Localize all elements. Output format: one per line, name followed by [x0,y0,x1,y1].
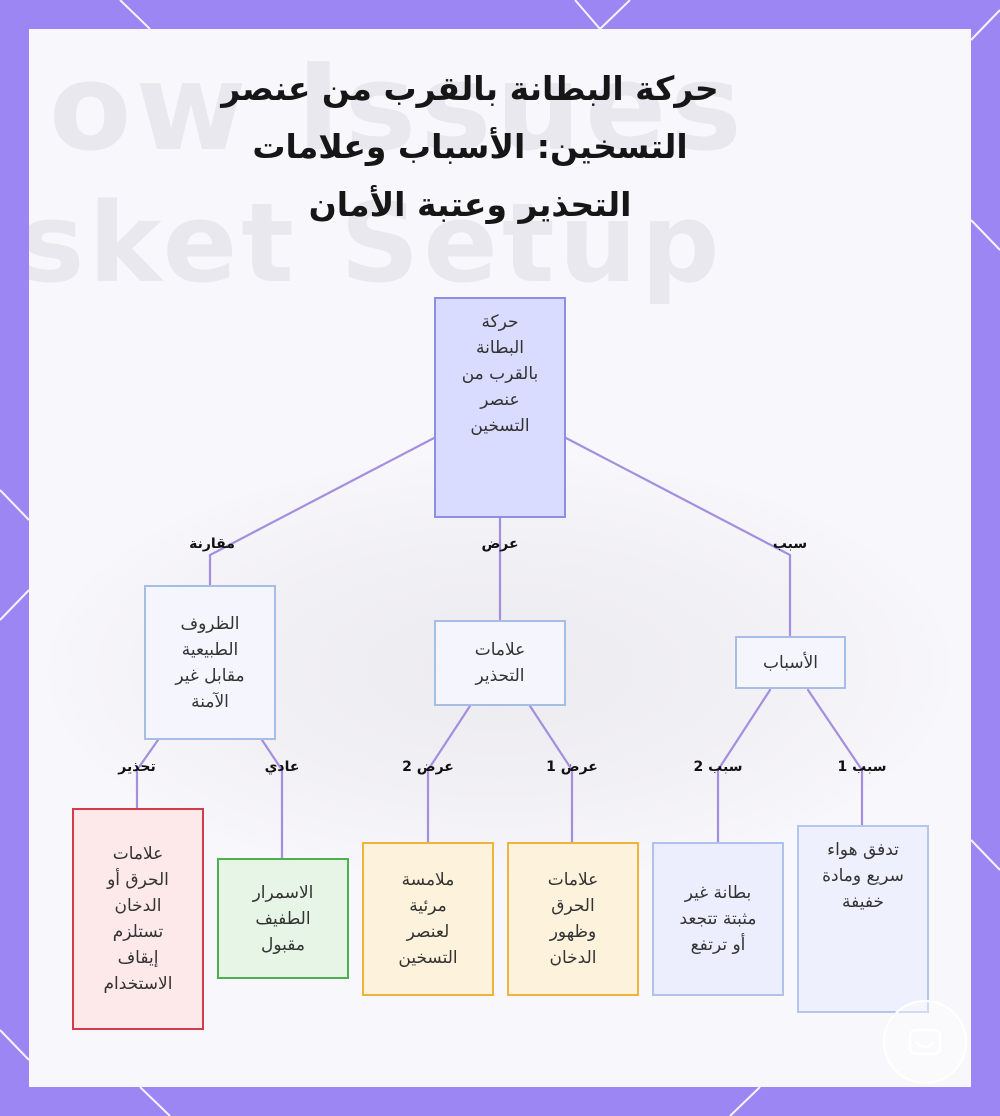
node-normal: الاسمرار الطفيف مقبول [217,858,349,979]
background-watermark: ow Issues sket Setup [29,29,971,1087]
node-symptom-2-label: ملامسة مرئية لعنصر التسخين [398,870,458,968]
edge-label-compare: مقارنة [189,536,235,552]
node-root-label: حركة البطانة بالقرب من عنصر التسخين [461,312,539,436]
edge-causes-cause1 [806,688,864,827]
edge-label-symptom-2: عرض 2 [402,759,454,775]
node-conditions: الظروف الطبيعية مقابل غير الآمنة [144,585,276,740]
node-causes: الأسباب [735,636,846,689]
edge-warnings-symptom2 [426,704,472,844]
edge-label-symptom: عرض [481,536,519,552]
node-cause-1: تدفق هواء سريع ومادة خفيفة [797,825,929,1013]
edge-root-conditions [208,436,436,587]
edge-label-cause-1: سبب 1 [837,759,887,775]
edge-causes-cause2 [716,688,772,844]
node-causes-label: الأسباب [763,652,818,673]
node-root: حركة البطانة بالقرب من عنصر التسخين [434,297,566,518]
badge-icon [883,1000,967,1084]
watermark-line-2: sket Setup [29,179,724,307]
node-symptom-2: ملامسة مرئية لعنصر التسخين [362,842,494,996]
node-conditions-label: الظروف الطبيعية مقابل غير الآمنة [175,613,245,712]
edge-label-normal: عادي [264,759,300,775]
edge-label-cause: سبب [772,536,808,552]
edge-root-causes [564,436,792,638]
node-warning-label: علامات الحرق أو الدخان تستلزم إيقاف الاس… [103,844,173,994]
diagram-title: حركة البطانة بالقرب من عنصر التسخين: الأ… [221,69,719,224]
node-cause-2-label: بطانة غير مثبتة تتجعد أو ترتفع [679,883,757,955]
edge-label-warning: تحذير [118,759,156,775]
edge-conditions-warning [135,738,160,810]
node-warnings-label: علامات التحذير [474,640,526,686]
edge-label-cause-2: سبب 2 [693,759,743,775]
node-warning: علامات الحرق أو الدخان تستلزم إيقاف الاس… [72,808,204,1030]
edge-conditions-normal [260,738,284,860]
watermark-line-1: ow Issues [49,39,746,178]
edge-warnings-symptom1 [528,704,574,844]
node-cause-2: بطانة غير مثبتة تتجعد أو ترتفع [652,842,784,996]
edge-label-symptom-1: عرض 1 [546,759,598,775]
node-warnings: علامات التحذير [434,620,566,706]
node-cause-1-label: تدفق هواء سريع ومادة خفيفة [822,840,904,912]
node-symptom-1: علامات الحرق وظهور الدخان [507,842,639,996]
node-normal-label: الاسمرار الطفيف مقبول [252,882,314,955]
badge-glyph [908,1028,942,1056]
node-symptom-1-label: علامات الحرق وظهور الدخان [547,870,599,968]
